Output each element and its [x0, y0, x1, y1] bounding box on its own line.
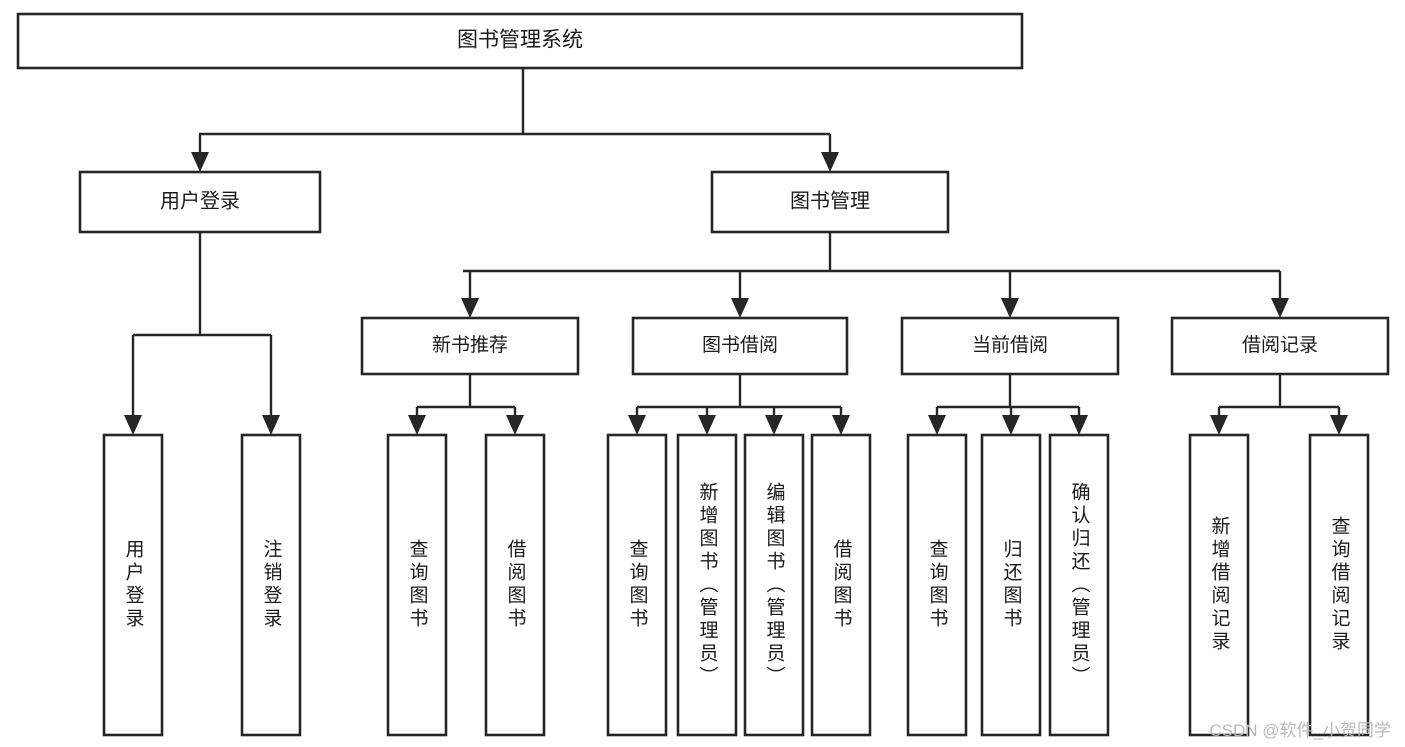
node-box[interactable]: [743, 433, 805, 737]
node-box[interactable]: [606, 433, 668, 737]
level2-node-book-borrow[interactable]: 图书借阅: [631, 316, 849, 376]
leaf-label-wrapper: 借阅图书: [504, 539, 526, 631]
leaf-label-wrapper: 确认归还（管理员）: [1068, 481, 1090, 689]
node-box[interactable]: [1170, 316, 1390, 376]
leaf-node-leaf-edit-book[interactable]: 编辑图书（管理员）: [743, 433, 805, 737]
node-label: 用户登录: [122, 539, 144, 631]
leaf-label-wrapper: 查询图书: [626, 539, 648, 631]
leaf-label-wrapper: 查询图书: [406, 539, 428, 631]
node-box[interactable]: [710, 170, 950, 234]
node-layer: 图书管理系统用户登录图书管理新书推荐图书借阅当前借阅借阅记录用户登录注销登录查询…: [16, 12, 1390, 737]
node-box[interactable]: [980, 433, 1042, 737]
arrow-head-icon-leaf-query-book-rec: [408, 415, 426, 435]
arrow-head-icon-book-borrow: [731, 298, 749, 318]
node-box[interactable]: [360, 316, 580, 376]
node-label: 图书管理系统: [457, 29, 583, 52]
leaf-node-leaf-add-book[interactable]: 新增图书（管理员）: [676, 433, 738, 737]
leaf-node-leaf-query-book-rec[interactable]: 查询图书: [386, 433, 448, 737]
arrow-head-icon-leaf-add-record: [1210, 415, 1228, 435]
node-box[interactable]: [484, 433, 546, 737]
leaf-node-leaf-borrow-book[interactable]: 借阅图书: [810, 433, 872, 737]
arrow-head-icon-leaf-return-book: [1002, 415, 1020, 435]
node-box[interactable]: [810, 433, 872, 737]
node-label: 归还图书: [1000, 539, 1022, 631]
root-node-root[interactable]: 图书管理系统: [16, 12, 1024, 70]
node-label: 查询图书: [926, 539, 948, 631]
node-label: 借阅记录: [1242, 334, 1318, 356]
node-box[interactable]: [78, 170, 322, 234]
node-label: 查询借阅记录: [1328, 516, 1350, 654]
leaf-label-wrapper: 注销登录: [260, 539, 282, 631]
leaf-node-leaf-borrow-book-rec[interactable]: 借阅图书: [484, 433, 546, 737]
node-label: 确认归还（管理员）: [1068, 481, 1090, 689]
node-box[interactable]: [16, 12, 1024, 70]
node-label: 新书推荐: [432, 334, 508, 356]
node-label: 用户登录: [160, 189, 240, 212]
leaf-node-leaf-confirm-return[interactable]: 确认归还（管理员）: [1048, 433, 1110, 737]
leaf-node-leaf-return-book[interactable]: 归还图书: [980, 433, 1042, 737]
node-box[interactable]: [1048, 433, 1110, 737]
arrow-head-icon-new-book-recommend: [461, 298, 479, 318]
arrow-head-icon-leaf-borrow-book-rec: [506, 415, 524, 435]
leaf-label-wrapper: 借阅图书: [830, 539, 852, 631]
node-label: 注销登录: [260, 539, 282, 631]
node-label: 查询图书: [626, 539, 648, 631]
arrow-head-icon-leaf-add-book: [698, 415, 716, 435]
leaf-node-leaf-logout[interactable]: 注销登录: [240, 433, 302, 737]
node-box[interactable]: [676, 433, 738, 737]
arrow-head-icon-leaf-user-login: [124, 415, 142, 435]
leaf-node-leaf-user-login[interactable]: 用户登录: [102, 433, 164, 737]
node-label: 借阅图书: [830, 539, 852, 631]
node-box[interactable]: [906, 433, 968, 737]
node-label: 编辑图书（管理员）: [763, 481, 785, 689]
arrow-head-icon-leaf-logout: [262, 415, 280, 435]
level2-node-new-book-recommend[interactable]: 新书推荐: [360, 316, 580, 376]
node-box[interactable]: [1188, 433, 1250, 737]
arrow-head-icon-leaf-query-book-cur: [928, 415, 946, 435]
leaf-label-wrapper: 归还图书: [1000, 539, 1022, 631]
node-box[interactable]: [386, 433, 448, 737]
node-label: 图书管理: [790, 189, 870, 212]
leaf-label-wrapper: 用户登录: [122, 539, 144, 631]
node-box[interactable]: [102, 433, 164, 737]
node-label: 新增图书（管理员）: [696, 481, 718, 689]
node-label: 图书借阅: [702, 334, 778, 356]
node-label: 当前借阅: [972, 334, 1048, 356]
arrow-head-icon-leaf-query-book-borrow: [628, 415, 646, 435]
node-box[interactable]: [900, 316, 1120, 376]
level2-node-current-borrow[interactable]: 当前借阅: [900, 316, 1120, 376]
leaf-label-wrapper: 新增图书（管理员）: [696, 481, 718, 689]
arrow-head-icon-leaf-edit-book: [765, 415, 783, 435]
leaf-node-leaf-query-book-borrow[interactable]: 查询图书: [606, 433, 668, 737]
arrow-head-icon-borrow-record: [1271, 298, 1289, 318]
leaf-node-leaf-query-record[interactable]: 查询借阅记录: [1308, 433, 1370, 737]
leaf-label-wrapper: 查询图书: [926, 539, 948, 631]
leaf-node-leaf-query-book-cur[interactable]: 查询图书: [906, 433, 968, 737]
leaf-node-leaf-add-record[interactable]: 新增借阅记录: [1188, 433, 1250, 737]
level1-node-book-manage[interactable]: 图书管理: [710, 170, 950, 234]
node-box[interactable]: [631, 316, 849, 376]
leaf-label-wrapper: 查询借阅记录: [1328, 516, 1350, 654]
arrow-head-icon-leaf-confirm-return: [1070, 415, 1088, 435]
level2-node-borrow-record[interactable]: 借阅记录: [1170, 316, 1390, 376]
arrow-head-icon-leaf-query-record: [1330, 415, 1348, 435]
arrow-head-icon-leaf-borrow-book: [832, 415, 850, 435]
level1-node-user-login[interactable]: 用户登录: [78, 170, 322, 234]
node-label: 查询图书: [406, 539, 428, 631]
node-label: 借阅图书: [504, 539, 526, 631]
connector-layer: [124, 68, 1348, 435]
arrow-head-icon-current-borrow: [1001, 298, 1019, 318]
arrow-head-icon-user-login: [191, 152, 209, 172]
leaf-label-wrapper: 新增借阅记录: [1208, 516, 1230, 654]
arrow-head-icon-book-manage: [821, 152, 839, 172]
leaf-label-wrapper: 编辑图书（管理员）: [763, 481, 785, 689]
node-label: 新增借阅记录: [1208, 516, 1230, 654]
node-box[interactable]: [240, 433, 302, 737]
node-box[interactable]: [1308, 433, 1370, 737]
